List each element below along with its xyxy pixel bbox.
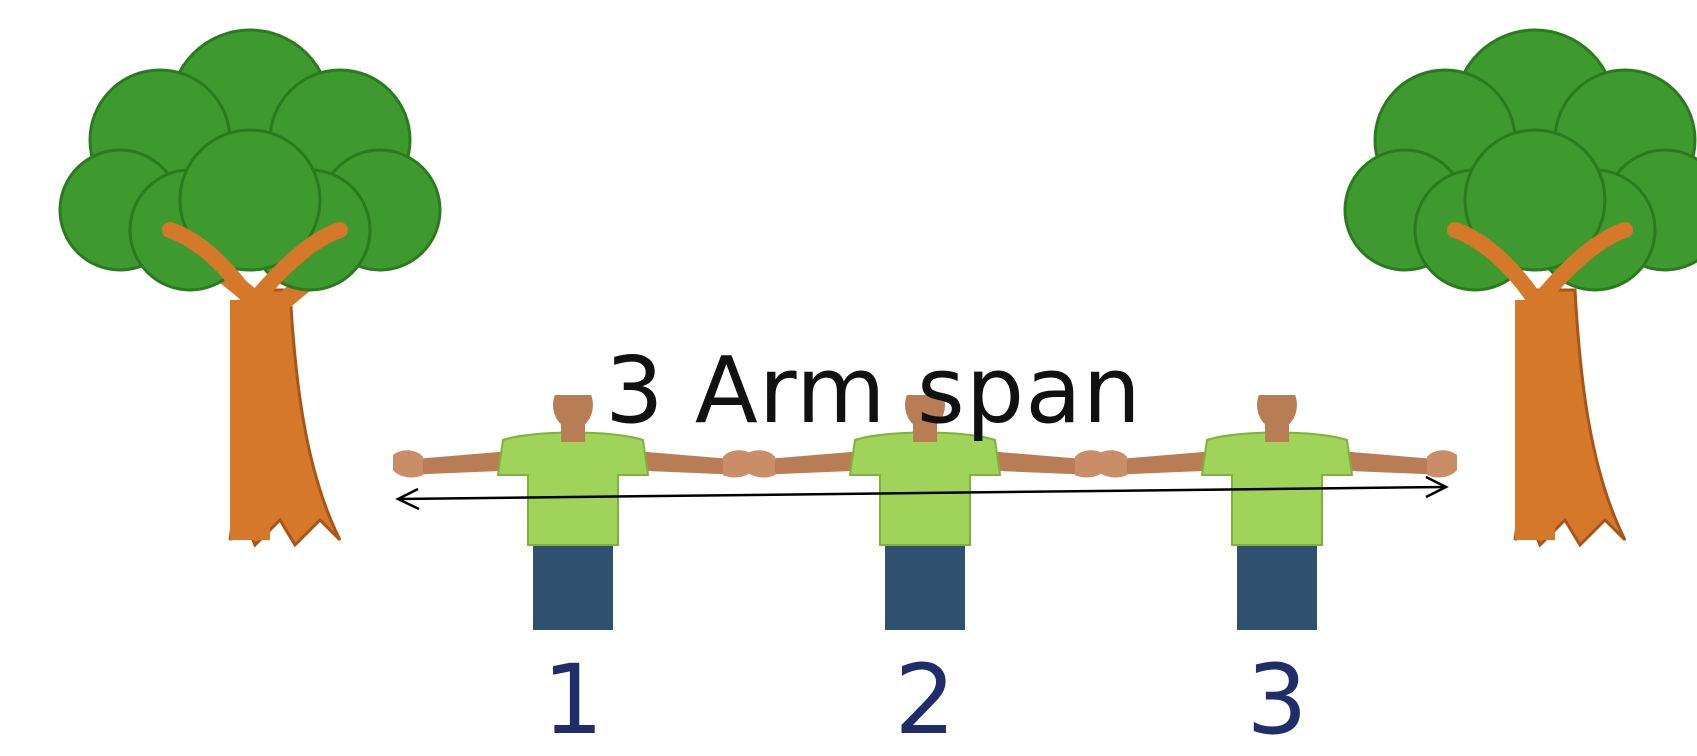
- person-3-icon: [1097, 395, 1457, 630]
- person-number-2: 2: [894, 644, 956, 756]
- double-arrow-icon: [395, 475, 1449, 511]
- person-number-3: 3: [1246, 644, 1308, 756]
- left-tree-icon: [58, 28, 442, 548]
- person-1-icon: [393, 395, 753, 630]
- person-number-1: 1: [542, 644, 604, 756]
- diagram-title: 3 Arm span: [605, 337, 1142, 444]
- arm-span-diagram: 3 Arm span 1 2 3: [58, 28, 1697, 748]
- right-tree-icon: [1343, 28, 1697, 548]
